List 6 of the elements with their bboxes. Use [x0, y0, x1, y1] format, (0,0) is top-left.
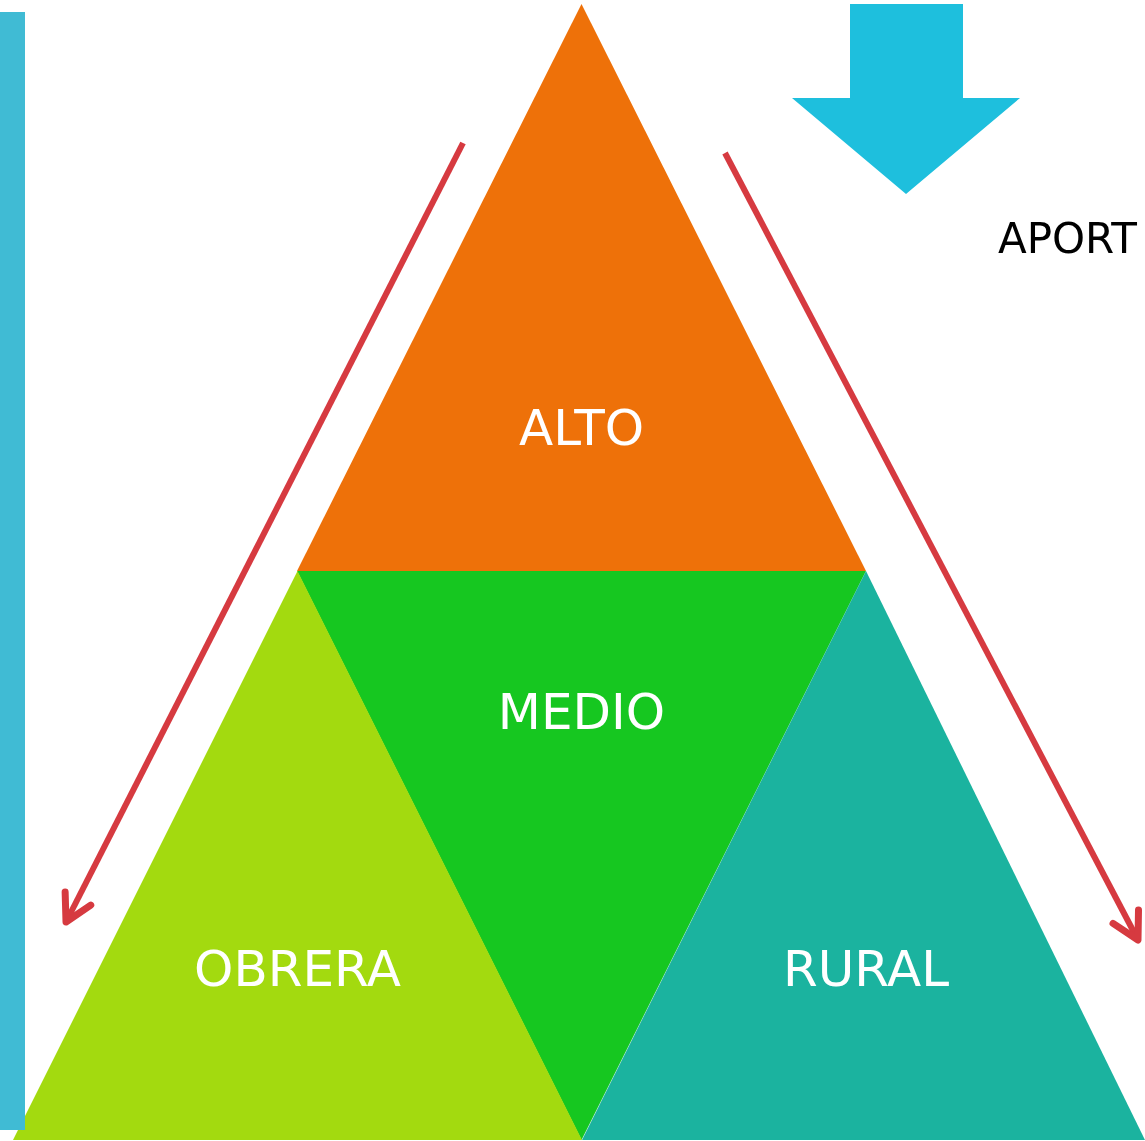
level-label: MEDIO [497, 687, 666, 737]
side-label: APORT [998, 218, 1137, 260]
level-label: OBRERA [194, 944, 401, 994]
vertical-bar [0, 12, 25, 1130]
level-label: ALTO [518, 403, 645, 453]
level-label: RURAL [782, 944, 950, 994]
